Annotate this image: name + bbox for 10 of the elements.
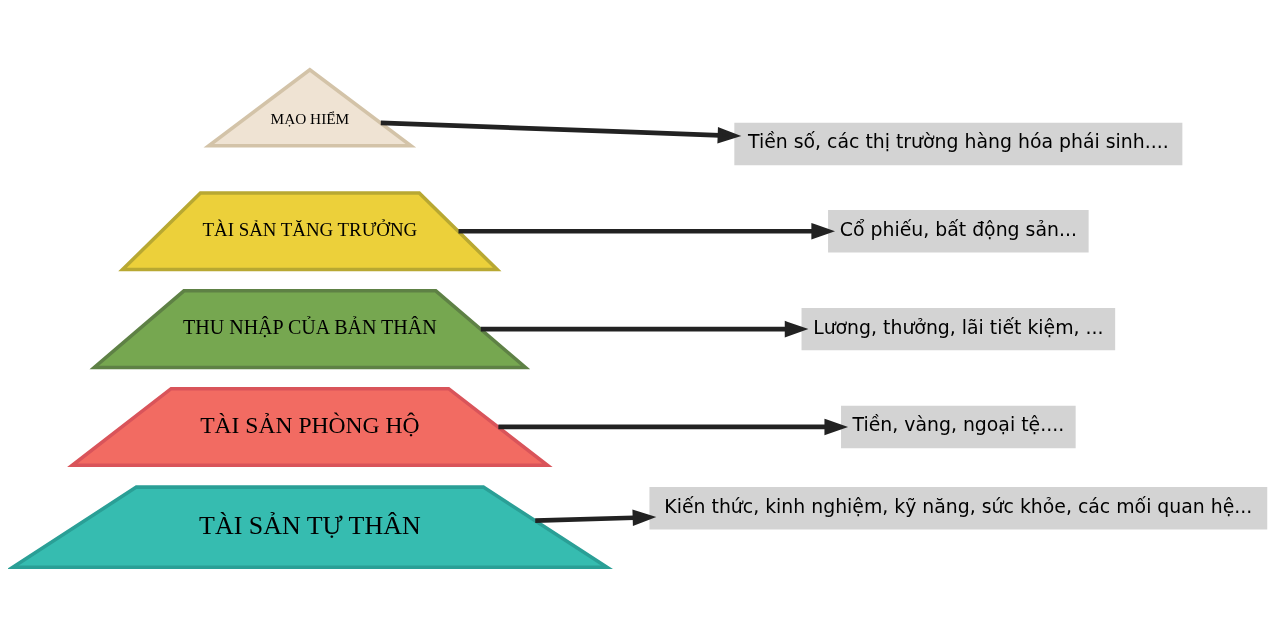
arrow [535,509,657,527]
arrow [480,320,809,338]
arrow [498,418,849,436]
node-box: Tiền số, các thị trường hàng hóa phái sinh.... [734,122,1183,166]
arrow [380,120,742,144]
node-box: Kiến thức, kinh nghiệm, kỹ năng, sức khỏe, các mối quan hệ... [649,487,1268,530]
node-box: Lương, thưởng, lãi tiết kiệm, ... [801,307,1116,351]
node-box: Tiền, vàng, ngoại tệ.... [841,405,1076,449]
arrow [458,222,835,240]
node-box: Cổ phiếu, bất động sản... [828,210,1089,253]
